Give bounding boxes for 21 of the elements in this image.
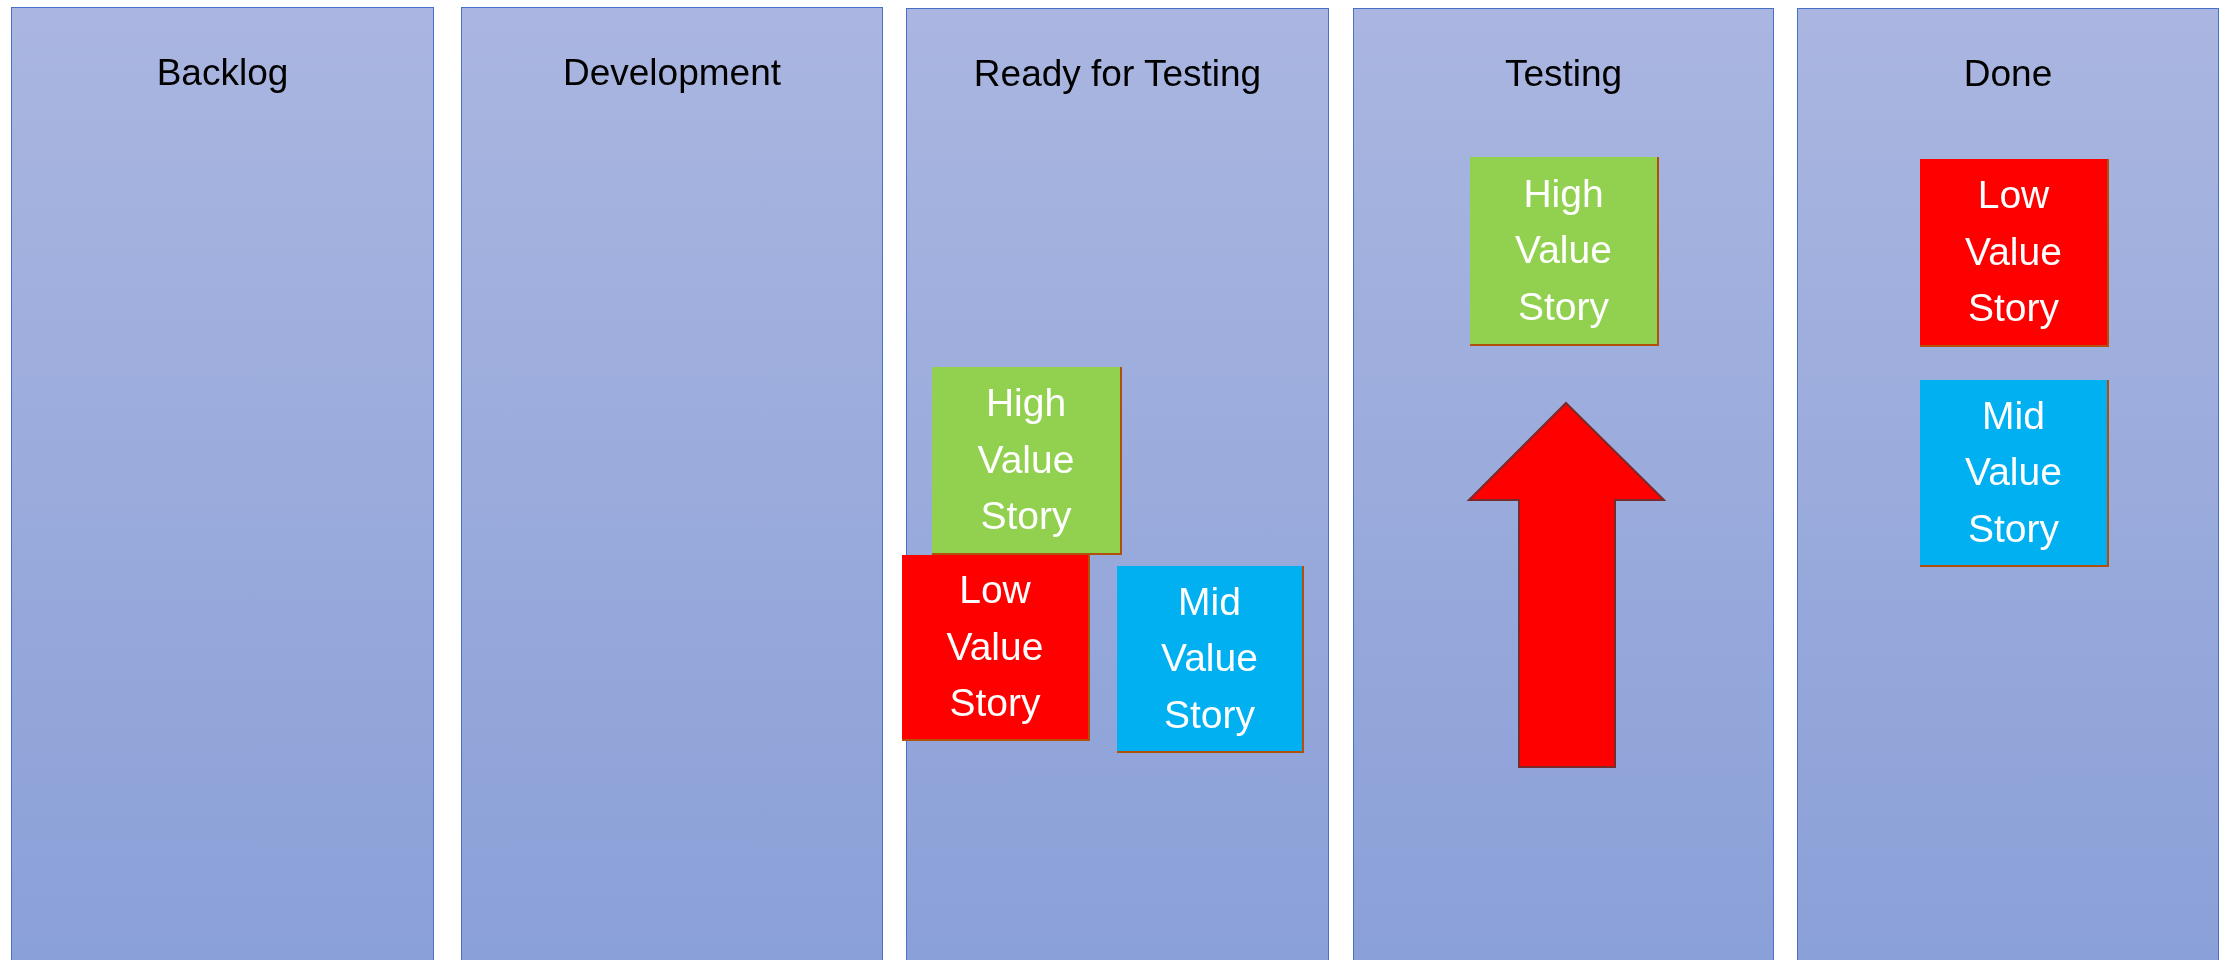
story-card xyxy=(1920,159,2109,347)
kanban-column xyxy=(11,7,434,960)
kanban-column xyxy=(1797,8,2219,960)
kanban-column xyxy=(1353,8,1774,960)
card-text: Mid Value Story xyxy=(1160,578,1259,738)
card-text: High Value Story xyxy=(1514,170,1613,330)
kanban-column xyxy=(461,7,883,960)
card-text: Low Value Story xyxy=(1964,172,2063,332)
column-title: Backlog xyxy=(156,52,289,94)
column-title: Ready for Testing xyxy=(973,53,1262,95)
card-text: High Value Story xyxy=(976,380,1076,540)
story-card xyxy=(932,367,1122,555)
story-card xyxy=(1920,380,2109,567)
card-text: Low Value Story xyxy=(945,567,1045,727)
story-card xyxy=(1117,566,1304,753)
column-title: Development xyxy=(563,52,781,94)
story-card xyxy=(902,555,1090,741)
column-title: Done xyxy=(1963,53,2053,95)
card-text: Mid Value Story xyxy=(1964,392,2063,552)
column-title: Testing xyxy=(1504,53,1623,95)
story-card xyxy=(1470,157,1659,346)
